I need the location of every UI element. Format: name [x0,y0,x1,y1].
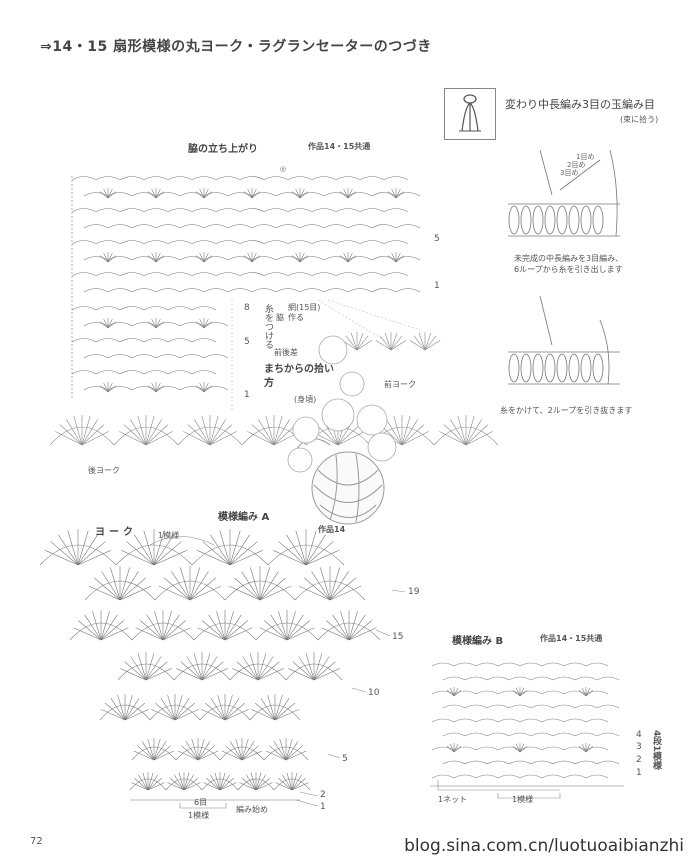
watermark: blog.sina.com.cn/luotuoaibianzhi [404,836,684,856]
label-work-14: 作品14 [318,525,346,534]
stitch-symbol-box [444,88,496,140]
pattern-a-stitches [39,529,381,801]
pattern-a-row-19: 19 [408,587,420,597]
pattern-a-row-1: 1 [320,802,326,812]
pattern-b-row-4: 4 [636,730,642,740]
label-front-back-diff: 前後差 [274,348,298,357]
side-marker: ◎ [280,165,287,173]
puff-stitch-icon [459,94,481,132]
yoke-label: ヨーク [95,527,137,538]
pattern-a-start: 編み始め [236,805,268,814]
label-attach-yarn: 糸をつける [263,304,273,349]
stitch-guide-drawings [508,149,620,385]
decorative-circles [287,335,397,473]
guide-caption-1a: 未完成の中長編みを3目編み、 [514,254,624,263]
side-chart-guide-lines [231,299,421,410]
side-chart-subtitle: 作品14・15共通 [308,142,371,151]
page-number: 72 [30,836,43,847]
side-col-1: 1 [244,390,250,400]
label-side: 脇 [276,313,284,322]
pattern-b-repeat: 1模様 [512,795,534,804]
label-pickup: まちからの拾い方 [264,364,334,389]
label-body: (身頃) [294,395,317,404]
label-front-yoke: 前ヨーク [384,380,416,389]
stitch-guide-title: 変わり中長編み3目の玉編み目 [505,98,655,111]
side-row-1: 1 [434,281,440,291]
pattern-a-row-10: 10 [368,688,380,698]
pattern-b-title: 模様編み B [452,636,504,647]
pattern-b-side-label: 4段1模様 [651,730,661,770]
pattern-a-bottom-count: 6目 [194,798,208,807]
pattern-a-row-arrows [295,589,406,807]
pattern-a-row-15: 15 [392,632,404,642]
pattern-b-row-1: 1 [636,768,642,778]
side-row-5: 5 [434,234,440,244]
stitch-guide-note: (束に拾う) [620,115,659,124]
pattern-b-net: 1ネット [438,795,468,804]
pattern-b-row-3: 3 [636,742,642,752]
pattern-b-subtitle: 作品14・15共通 [540,634,603,643]
label-net: 網(15目)作る [288,303,321,322]
page-title: ⇒14・15 扇形模様の丸ヨーク・ラグランセーターのつづき [40,39,432,55]
pattern-a-title: 模様編み A [218,512,270,523]
pattern-a-repeat-top: 1模様 [158,531,180,540]
side-chart-fans [49,332,499,446]
loop-label-1: 1目め [576,153,595,161]
repeat-brackets [149,536,561,809]
guide-caption-1b: 6ループから糸を引き出します [514,265,623,274]
pattern-b-stitches [430,662,624,787]
pattern-a-row-5: 5 [342,754,348,764]
yarn-ball-icon [295,438,385,525]
side-col-8: 8 [244,303,250,313]
loop-label-3: 3目め [560,169,579,177]
side-chart-stitches [71,176,421,400]
guide-caption-2: 糸をかけて、2ループを引き抜きます [500,406,633,415]
pattern-b-row-2: 2 [636,755,642,765]
side-col-5: 5 [244,337,250,347]
label-back-yoke: 後ヨーク [88,466,120,475]
pattern-a-bottom-repeat: 1模様 [188,811,210,820]
pattern-a-row-2: 2 [320,790,326,800]
loop-label-2: 2目め [567,161,586,169]
side-chart-title: 脇の立ち上がり [188,144,258,155]
